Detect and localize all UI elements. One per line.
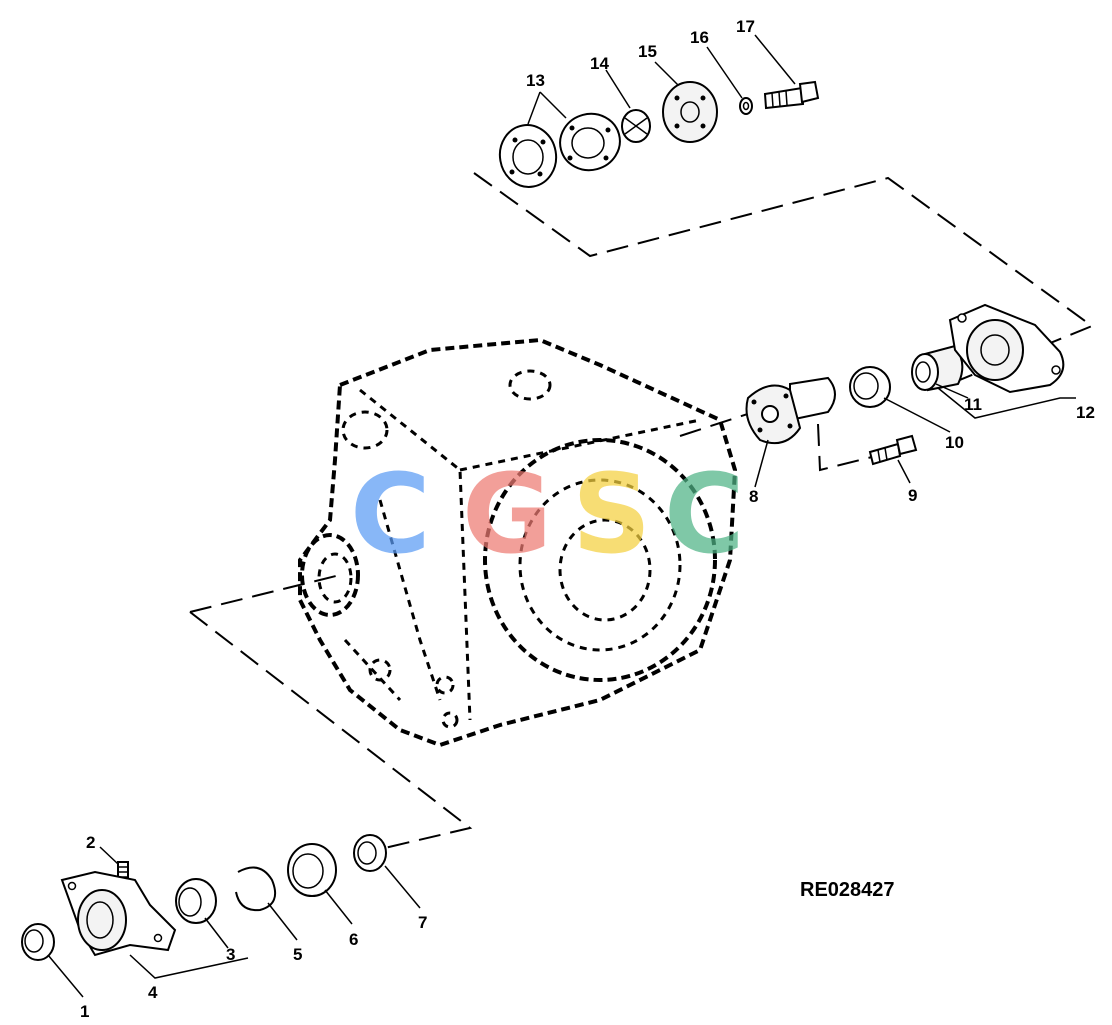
callout-11: 11 [964,395,982,414]
watermark-letter-c1: C [350,450,431,578]
callout-4: 4 [148,983,158,1002]
watermark-letter-g: G [462,450,552,578]
transmission-housing-outline [298,337,738,748]
callout-2: 2 [86,833,95,852]
part-16-washer [739,97,753,115]
part-14-check-valve [621,109,651,143]
callout-13: 13 [526,71,545,90]
part-3-bushing [175,878,217,924]
part-11-bushing [911,344,964,392]
callout-7: 7 [418,913,427,932]
top-cover-assembly [498,80,820,188]
part-17-bolt [763,80,820,110]
left-bearing-assembly [21,834,387,961]
part-1-ring [21,923,55,961]
callout-3: 3 [226,945,235,964]
watermark-logo: C G S C [350,450,745,578]
callout-9: 9 [908,486,917,505]
part-4-bearing-housing [60,870,177,957]
part-5-snap-ring [235,866,276,912]
reference-code: RE028427 [800,879,895,901]
callout-6: 6 [349,930,358,949]
part-15-cover [662,81,718,143]
callout-12: 12 [1076,403,1095,422]
callout-labels: 1 2 3 4 5 6 7 8 9 10 11 12 13 14 15 16 1… [80,17,1095,1021]
part-12-bearing-housing [948,303,1065,394]
part-13-plate-b [559,112,621,172]
part-8-flanged-sleeve [745,376,836,444]
callout-8: 8 [749,487,758,506]
part-10-seal-ring [849,366,891,408]
callout-5: 5 [293,945,302,964]
callout-1: 1 [80,1002,89,1021]
watermark-letter-s: S [572,450,651,578]
callout-17: 17 [736,17,755,36]
part-9-bolt [868,434,918,466]
callout-leader-lines [47,34,1076,998]
part-13-plate-a [498,124,558,188]
part-6-seal [287,843,337,897]
right-bearing-assembly [745,303,1065,466]
watermark-letter-c2: C [664,450,745,578]
callout-15: 15 [638,42,657,61]
part-7-ring [353,834,387,872]
callout-14: 14 [590,54,609,73]
callout-16: 16 [690,28,709,47]
callout-10: 10 [945,433,964,452]
